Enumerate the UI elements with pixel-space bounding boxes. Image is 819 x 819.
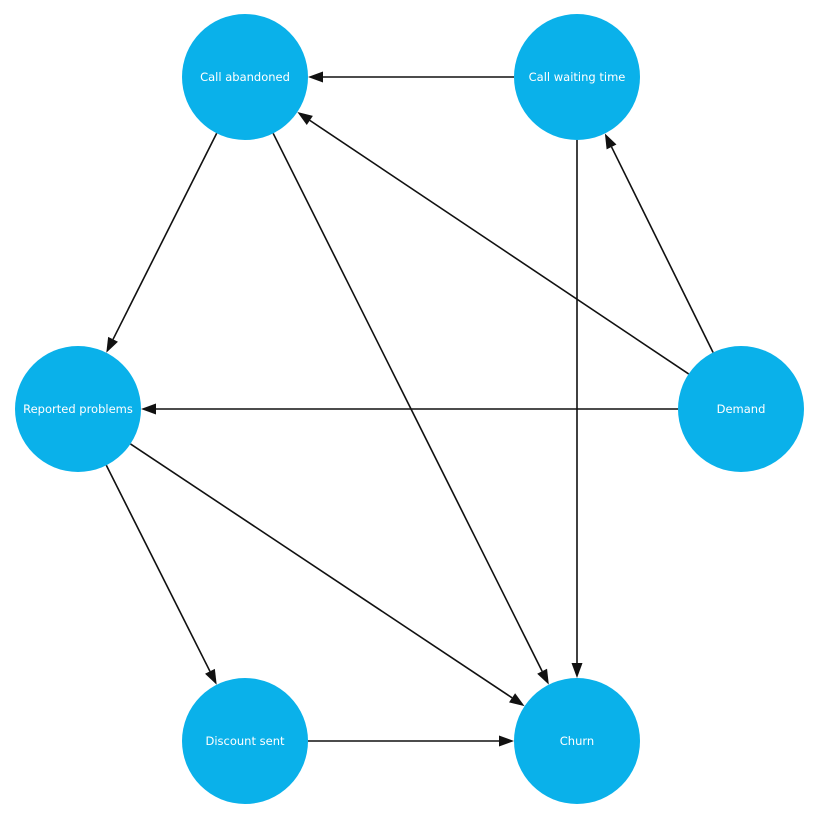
edge-call-abandoned-to-reported-problems [112, 132, 218, 340]
edge-call-abandoned-to-churn [272, 132, 543, 672]
edge-reported-problems-to-churn [130, 443, 513, 699]
node-circle-call-waiting-time [514, 14, 640, 140]
edge-demand-to-call-abandoned [309, 119, 690, 375]
node-label-call-abandoned: Call abandoned [200, 70, 290, 84]
node-call-abandoned: Call abandoned [182, 14, 308, 140]
arrowhead-demand-to-reported-problems [141, 403, 156, 415]
arrowhead-call-abandoned-to-churn [537, 668, 549, 685]
arrowhead-call-abandoned-to-reported-problems [106, 336, 118, 353]
node-demand: Demand [678, 346, 804, 472]
arrowhead-call-waiting-time-to-call-abandoned [308, 71, 323, 83]
edge-demand-to-call-waiting-time [610, 146, 714, 353]
arrowhead-reported-problems-to-discount-sent [205, 668, 217, 685]
arrowhead-demand-to-call-abandoned [297, 112, 313, 125]
node-circle-reported-problems [15, 346, 141, 472]
node-reported-problems: Reported problems [15, 346, 141, 472]
node-label-churn: Churn [560, 734, 594, 748]
arrowhead-call-waiting-time-to-churn [571, 663, 583, 678]
node-label-reported-problems: Reported problems [23, 402, 133, 416]
arrowhead-discount-sent-to-churn [499, 735, 514, 747]
edge-reported-problems-to-discount-sent [105, 464, 211, 672]
node-churn: Churn [514, 678, 640, 804]
arrowhead-reported-problems-to-churn [509, 693, 525, 707]
node-circle-churn [514, 678, 640, 804]
node-call-waiting-time: Call waiting time [514, 14, 640, 140]
arrowhead-demand-to-call-waiting-time [604, 133, 617, 150]
node-label-demand: Demand [717, 402, 766, 416]
node-circle-call-abandoned [182, 14, 308, 140]
node-discount-sent: Discount sent [182, 678, 308, 804]
node-label-discount-sent: Discount sent [205, 734, 284, 748]
node-label-call-waiting-time: Call waiting time [529, 70, 626, 84]
node-circle-demand [678, 346, 804, 472]
node-circle-discount-sent [182, 678, 308, 804]
